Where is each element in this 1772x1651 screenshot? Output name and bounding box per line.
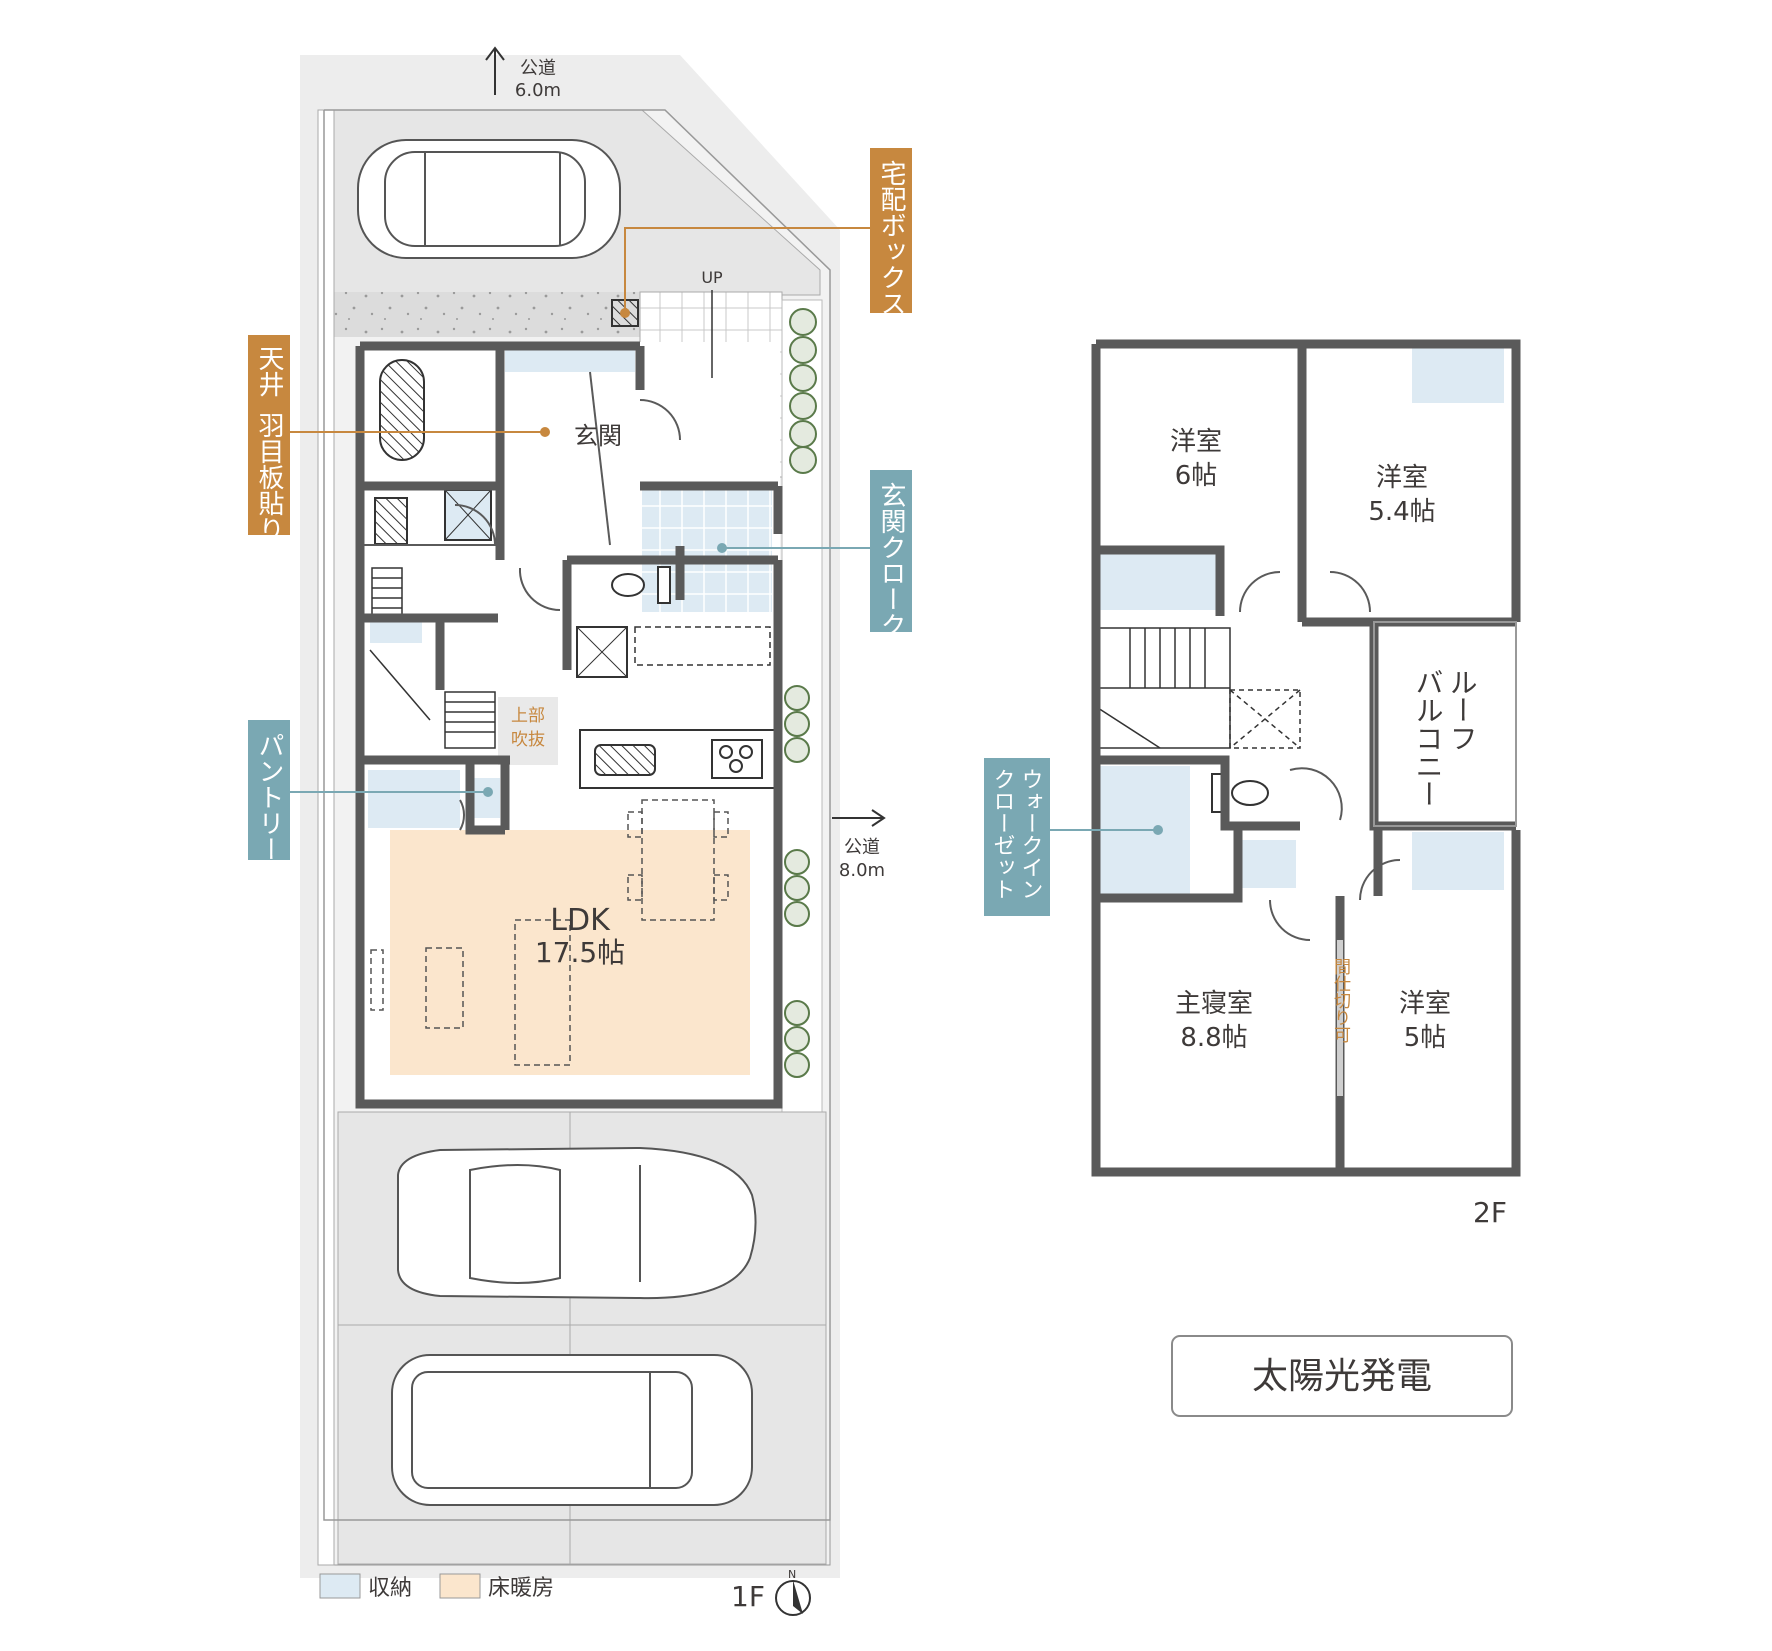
room-balcony-line1: ルーフ [1446, 668, 1479, 752]
plants-north [789, 308, 817, 474]
storage-2f-west3 [1412, 832, 1504, 890]
washbasin [374, 497, 408, 545]
callout-wic-line2: クローゼット [990, 768, 1015, 900]
walls-2f [1091, 339, 1521, 1177]
road-north: 公道 6.0m [485, 46, 561, 101]
storage-2f-wic-2 [1238, 840, 1296, 888]
callout-ceiling: 天井 羽目板貼り [248, 335, 550, 542]
legend-storage-label: 収納 [368, 1576, 412, 1601]
floor1-title: 1F [731, 1580, 765, 1613]
void-line1: 上部 [511, 706, 545, 726]
site-boundary [323, 109, 831, 1521]
callout-entrance-cloak-text: 玄関クローク [876, 482, 906, 638]
compass-label: N [788, 1568, 796, 1581]
floor1-plan [300, 55, 840, 1578]
west-strip [317, 109, 335, 1566]
callout-pantry: パントリー [248, 720, 493, 862]
car-south-2 [391, 1354, 753, 1506]
partitions-1f [360, 371, 681, 831]
room-west2-size: 5.4帖 [1368, 497, 1435, 527]
callout-ceiling-line1: 天井 [254, 345, 284, 397]
solar-badge: 太陽光発電 [1171, 1335, 1513, 1417]
floor2-title: 2F [1473, 1196, 1507, 1229]
legend-heating-label: 床暖房 [488, 1576, 554, 1601]
toilet-1f [611, 573, 645, 597]
road-north-width: 6.0m [515, 80, 561, 101]
gravel-strip [333, 292, 653, 337]
stairs-1f [369, 567, 496, 749]
plants-middle [784, 685, 810, 1078]
road-east-width: 8.0m [839, 860, 885, 881]
callout-entrance-cloak: 玄関クローク [717, 470, 912, 638]
room-ldk-name: LDK [550, 903, 611, 938]
compass-icon: N [775, 1568, 811, 1616]
room-master-size: 8.8帖 [1180, 1023, 1247, 1053]
car-north [357, 139, 621, 259]
room-ldk-size: 17.5帖 [535, 936, 625, 969]
storage-pantry [368, 770, 460, 828]
partition-label: 間仕切り可 [1330, 958, 1351, 1043]
solar-badge-text: 太陽光発電 [1252, 1356, 1432, 1397]
callout-wic: ウォークイン クローゼット [984, 758, 1163, 916]
legend-heating-swatch [439, 1573, 481, 1599]
stairs-2f [1097, 627, 1301, 749]
legend: 収納 床暖房 [319, 1573, 554, 1601]
road-north-name: 公道 [520, 58, 556, 79]
storage-2f-west2 [1412, 348, 1504, 403]
callout-pantry-text: パントリー [254, 732, 284, 862]
car-south-1 [397, 1146, 757, 1300]
partitions-2f [1239, 571, 1401, 1096]
ldk-floor-heating [390, 830, 750, 1075]
room-west2-name: 洋室 [1376, 463, 1428, 493]
floor2-plan [1091, 339, 1521, 1177]
room-balcony-line2: バルコニー [1412, 668, 1445, 808]
storage-2f-west1 [1098, 552, 1218, 610]
road-east: 公道 8.0m [832, 809, 886, 881]
storage-bath-shelf [505, 350, 635, 372]
callout-wic-line1: ウォークイン [1018, 768, 1043, 900]
callout-delivery-box-text: 宅配ボックス [876, 160, 906, 316]
bathtub [379, 359, 425, 461]
up-label: UP [701, 268, 723, 287]
road-east-name: 公道 [844, 837, 880, 858]
room-master-name: 主寝室 [1175, 989, 1253, 1019]
room-west1-size: 6帖 [1175, 461, 1218, 491]
callout-ceiling-line2: 羽目板貼り [254, 412, 284, 542]
roof-balcony-frame [1373, 621, 1517, 827]
back-counter-1f [634, 626, 771, 666]
storage-pantry-2 [472, 778, 500, 818]
room-entrance: 玄関 [574, 422, 622, 450]
toilet-2f [1231, 780, 1269, 806]
callout-delivery-box: 宅配ボックス [620, 148, 912, 318]
room-west3-size: 5帖 [1404, 1023, 1447, 1053]
void-line2: 吹抜 [511, 730, 545, 750]
dining-table [370, 799, 729, 1066]
room-west1-name: 洋室 [1170, 427, 1222, 457]
kitchen-sink [594, 744, 656, 776]
room-west3-name: 洋室 [1399, 989, 1451, 1019]
walls-1f [355, 341, 783, 1109]
legend-storage-swatch [319, 1573, 361, 1599]
void-area [498, 697, 558, 765]
